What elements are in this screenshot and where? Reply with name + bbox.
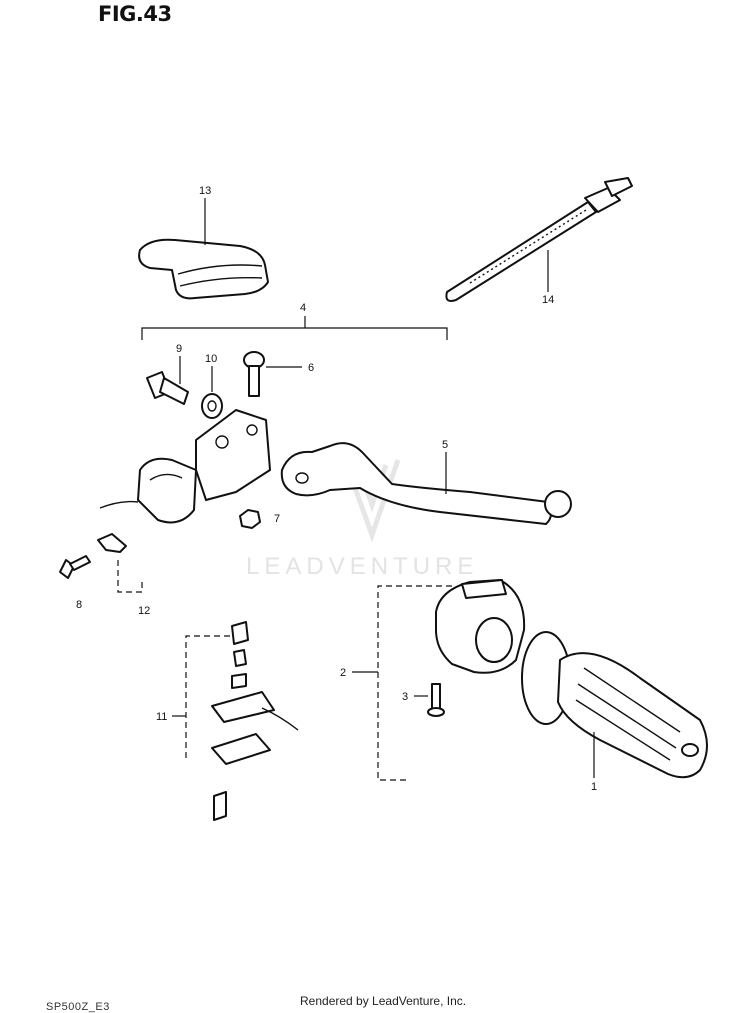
lever-bracket	[137, 409, 271, 524]
part-6-pivot-bolt	[243, 351, 265, 397]
callout-12: 12	[138, 605, 150, 617]
callout-9: 9	[176, 343, 182, 355]
bracket-2	[377, 585, 452, 781]
throttle-housing	[435, 579, 526, 674]
cable-end	[99, 500, 139, 509]
part-10-washer	[201, 393, 223, 419]
part-9-bolt	[146, 371, 189, 405]
callout-13: 13	[199, 185, 211, 197]
callout-8: 8	[76, 599, 82, 611]
part-13-lever-cover	[138, 238, 269, 300]
callout-11: 11	[156, 711, 167, 723]
callout-10: 10	[205, 353, 217, 365]
part-11-switch-assembly	[211, 621, 299, 821]
callout-4: 4	[300, 302, 306, 314]
part-12-switch	[97, 533, 127, 553]
footer-credit: Rendered by LeadVenture, Inc.	[300, 994, 467, 1008]
callout-1: 1	[591, 781, 597, 793]
part-14-cable-tie	[445, 177, 633, 302]
callout-14: 14	[542, 294, 554, 306]
part-7-nut	[239, 509, 261, 529]
callout-2: 2	[340, 667, 346, 679]
callout-5: 5	[442, 439, 448, 451]
figure-title: FIG.43	[98, 2, 172, 26]
watermark-logo: LEADVENTURE	[246, 553, 479, 580]
part-8-screw	[59, 555, 91, 579]
bracket-4	[141, 327, 448, 340]
part-3-screw	[427, 683, 445, 717]
callout-3: 3	[402, 691, 408, 703]
part-1-grip	[521, 631, 708, 779]
callout-6: 6	[308, 362, 314, 374]
diagram-code: SP500Z_E3	[46, 1001, 110, 1013]
part-5-lever	[280, 442, 572, 525]
callout-7: 7	[274, 513, 280, 525]
